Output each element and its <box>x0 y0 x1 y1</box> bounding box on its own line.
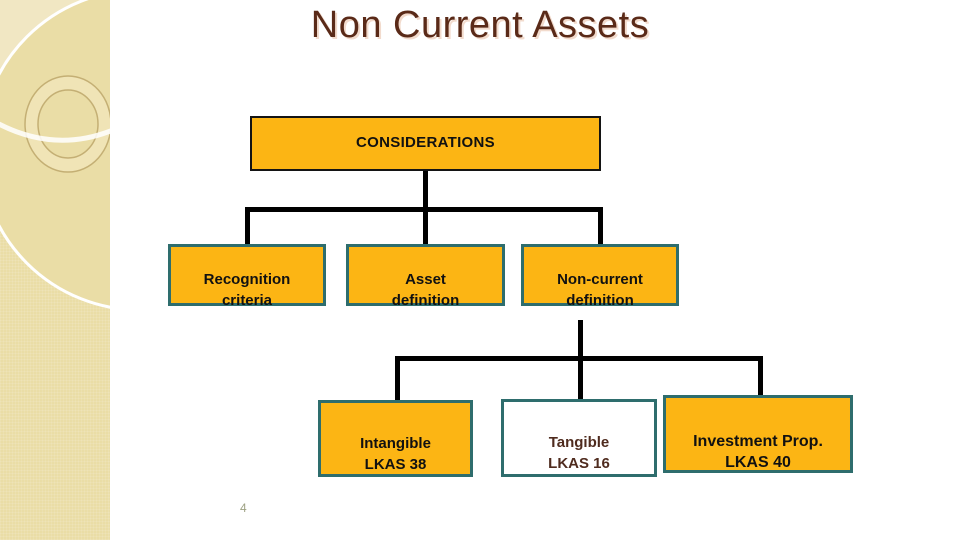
connector-drop-noncurrent <box>598 207 603 245</box>
diagram-node-asset-definition: Asset definition <box>346 244 505 309</box>
diagram-node-recognition-criteria: Recognition criteria <box>168 244 326 309</box>
connector-drop-tangible <box>578 356 583 400</box>
diagram-node-considerations: CONSIDERATIONS <box>250 116 601 171</box>
connector-drop-intangible <box>395 356 400 401</box>
diagram-node-tangible-lkas-16: Tangible LKAS 16 <box>501 399 657 477</box>
connector-drop-recognition <box>245 207 250 245</box>
node-label: Asset definition <box>391 271 460 309</box>
decorative-circles-icon <box>0 0 110 309</box>
node-label: Recognition criteria <box>203 271 291 309</box>
diagram-node-intangible-lkas-38: Intangible LKAS 38 <box>318 400 473 477</box>
node-label: Intangible LKAS 38 <box>360 435 431 473</box>
node-label: Non-current definition <box>557 271 643 309</box>
node-label: CONSIDERATIONS <box>356 134 495 152</box>
connector-drop-investment <box>758 356 763 396</box>
decorative-side-strip <box>0 0 110 540</box>
connector-noncurrent-stem <box>578 320 583 361</box>
connector-root-stem <box>423 171 428 212</box>
diagram-node-investment-property-lkas-40: Investment Prop. LKAS 40 <box>663 395 853 473</box>
node-label: Investment Prop. LKAS 40 <box>693 432 823 472</box>
slide-title: Non Current Assets <box>310 4 650 46</box>
page-number: 4 <box>240 501 247 515</box>
connector-drop-asset <box>423 207 428 245</box>
diagram-node-non-current-definition: Non-current definition <box>521 244 679 309</box>
node-label: Tangible LKAS 16 <box>548 434 610 472</box>
